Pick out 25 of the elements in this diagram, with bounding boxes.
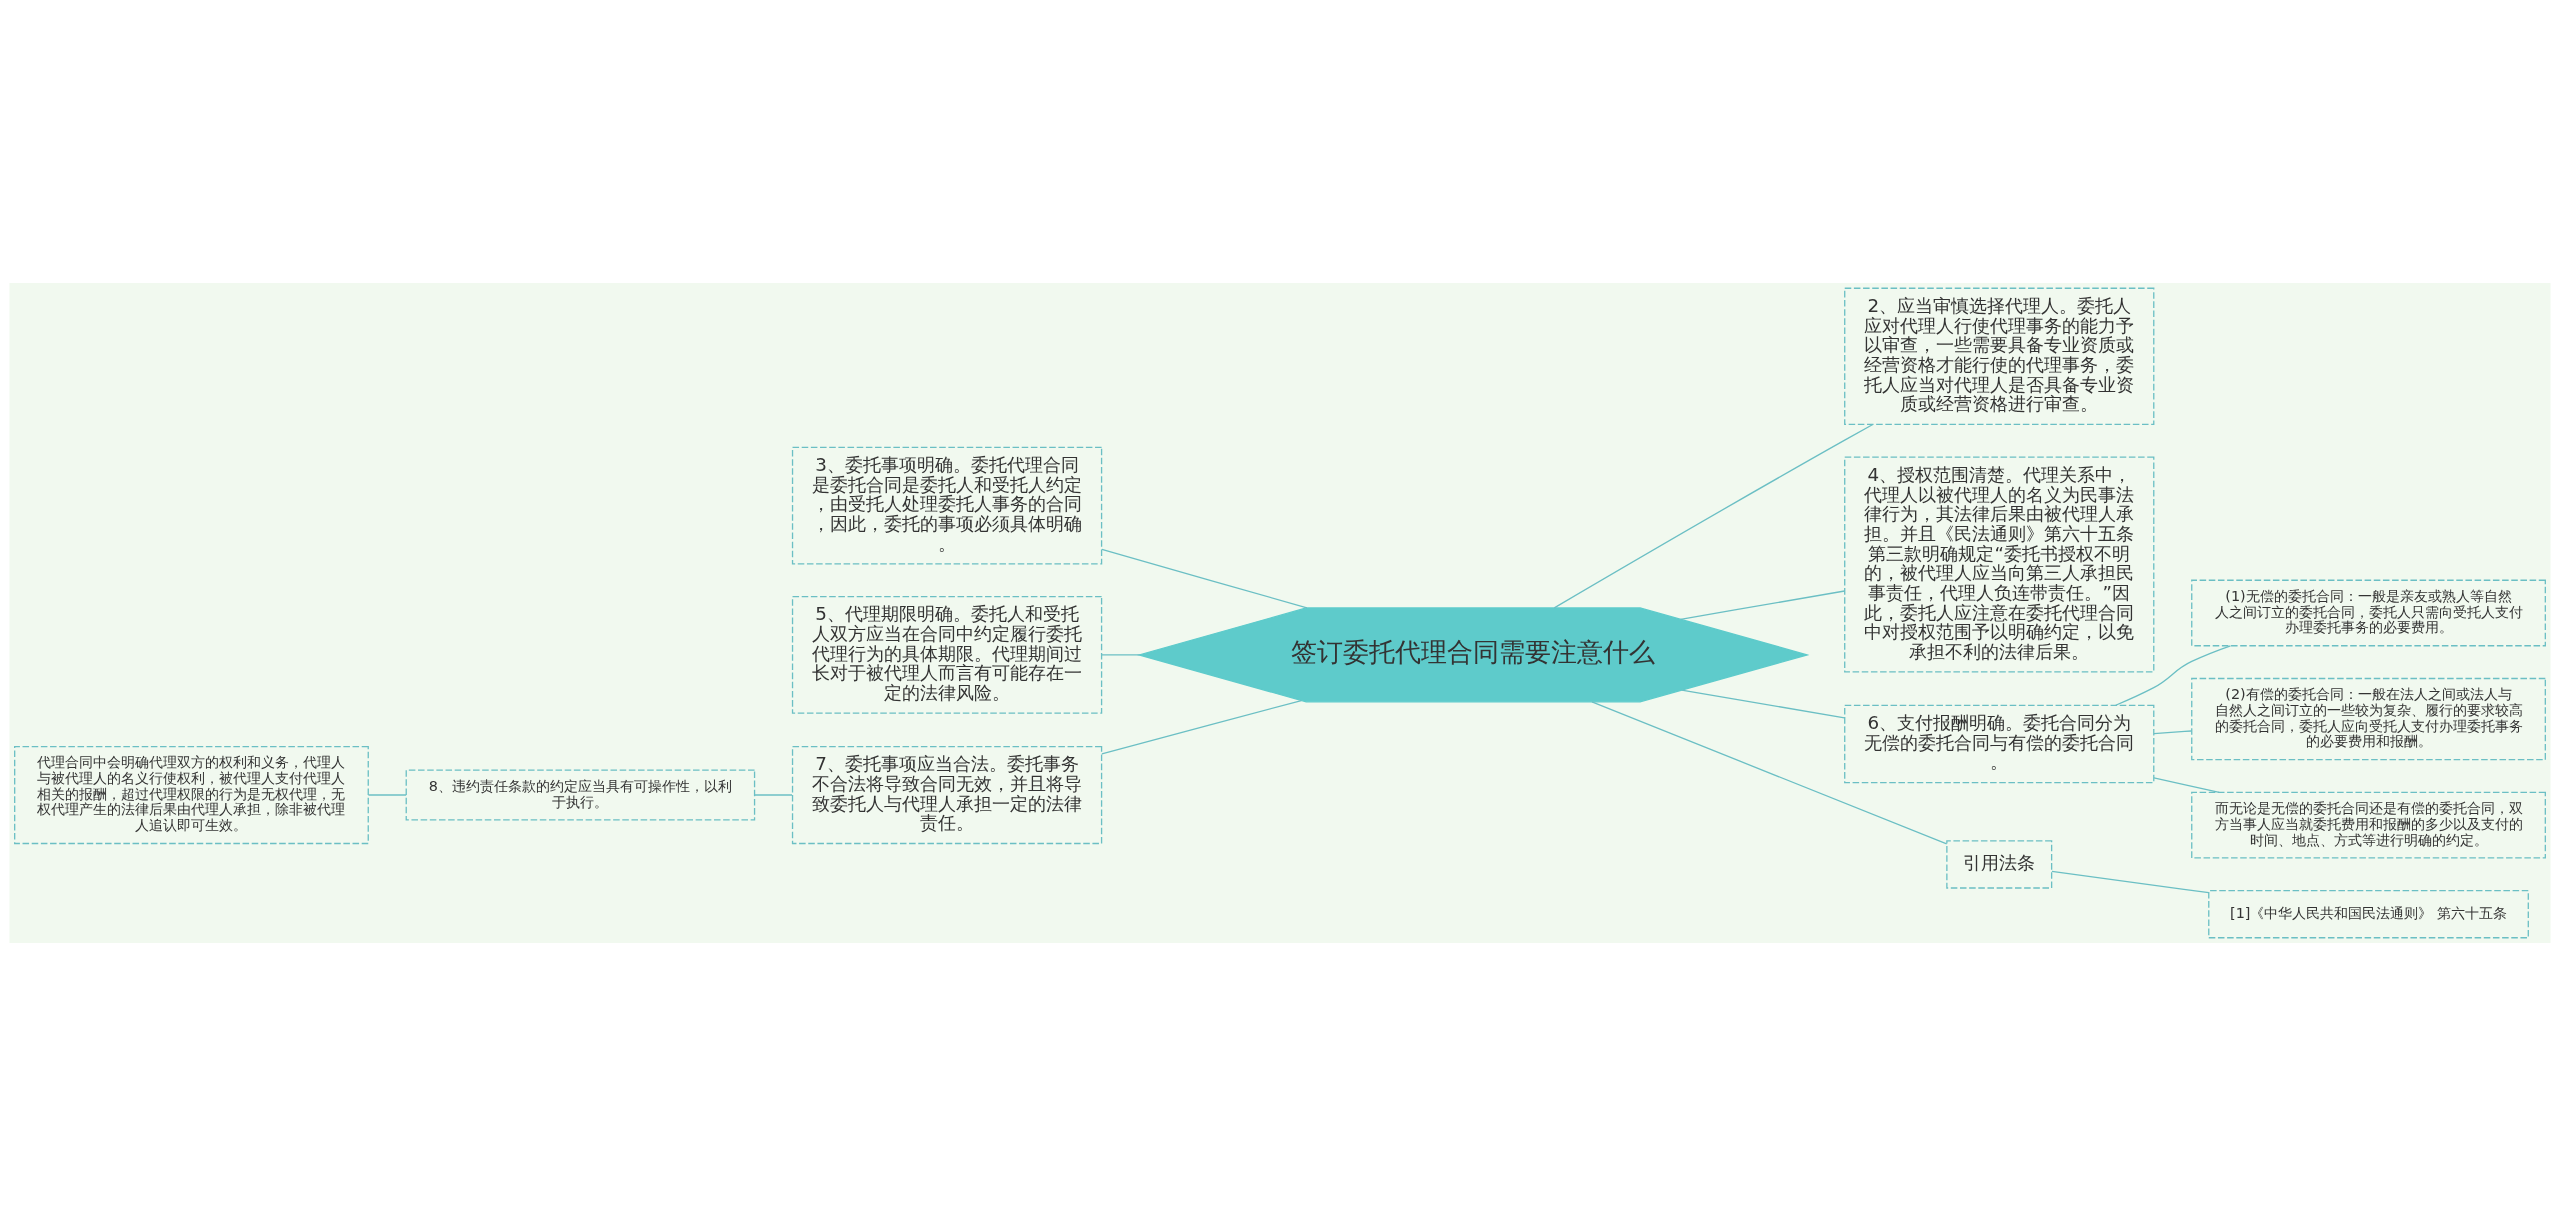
connector <box>1553 423 1874 608</box>
node-box: 4、授权范围清楚。代理关系中，代理人以被代理人的名义为民事法律行为，其法律后果由被代理人承担。并且《民法通则》第六十五条第三款明确规定“委托书授权不明的，被代理人应当向第三人承担民事责任，代理人负连带责任。”因此，委托人应注意在委托代理合同中对授权范围予以明确约定，以免承担不利的法律后果。 <box>1844 456 2155 673</box>
node-box: 代理合同中会明确代理双方的权利和义务，代理人与被代理人的名义行使权利，被代理人支付代理人相关的报酬，超过代理权限的行为是无权代理，无权代理产生的法律后果由代理人承担，除非被代理人追认即可生效。 <box>14 745 369 844</box>
node-box: 2、应当审慎选择代理人。委托人应对代理人行使代理事务的能力予以审查，一些需要具备专业资质或经营资格才能行使的代理事务，委托人应当对代理人是否具备专业资质或经营资格进行审查。 <box>1844 287 2155 425</box>
connector <box>1679 589 1846 620</box>
node-box: (1)无偿的委托合同：一般是亲友或熟人等自然人之间订立的委托合同，委托人只需向受托人支付办理委托事务的必要费用。 <box>2191 579 2546 646</box>
node-box: 6、支付报酬明确。委托合同分为无偿的委托合同与有偿的委托合同。 <box>1844 704 2155 783</box>
node-box: 而无论是无偿的委托合同还是有偿的委托合同，双方当事人应当就委托费用和报酬的多少以及支付的时间、地点、方式等进行明确的约定。 <box>2191 791 2546 859</box>
node-box: (2)有偿的委托合同：一般在法人之间或法人与自然人之间订立的一些较为复杂、履行的要求较高的委托合同，委托人应向受托人支付办理委托事务的必要费用和报酬。 <box>2191 677 2546 760</box>
connector <box>367 793 407 796</box>
connector <box>1101 699 1302 755</box>
connector <box>1591 700 1948 845</box>
node-box: 5、代理期限明确。委托人和受托人双方应当在合同中约定履行委托代理行为的具体期限。代理期间过长对于被代理人而言有可能存在一定的法律风险。 <box>791 595 1103 714</box>
connector <box>754 793 793 796</box>
node-box: 7、委托事项应当合法。委托事务不合法将导致合同无效，并且将导致委托人与代理人承担一定的法律责任。 <box>791 745 1103 844</box>
node-box: 8、违约责任条款的约定应当具有可操作性，以利于执行。 <box>405 769 756 821</box>
connector <box>1681 689 1846 718</box>
node-box: 3、委托事项明确。委托代理合同是委托合同是委托人和受托人约定，由受托人处理委托人事务的合同，因此，委托的事项必须具体明确。 <box>791 446 1103 565</box>
connector <box>2153 729 2192 734</box>
connector <box>1101 548 1308 609</box>
node-box: [1]《中华人民共和国民法通则》 第六十五条 <box>2208 889 2529 938</box>
connector <box>1101 653 1141 656</box>
connector <box>2153 776 2220 793</box>
node-box: 引用法条 <box>1946 839 2053 889</box>
connector <box>2051 870 2210 893</box>
